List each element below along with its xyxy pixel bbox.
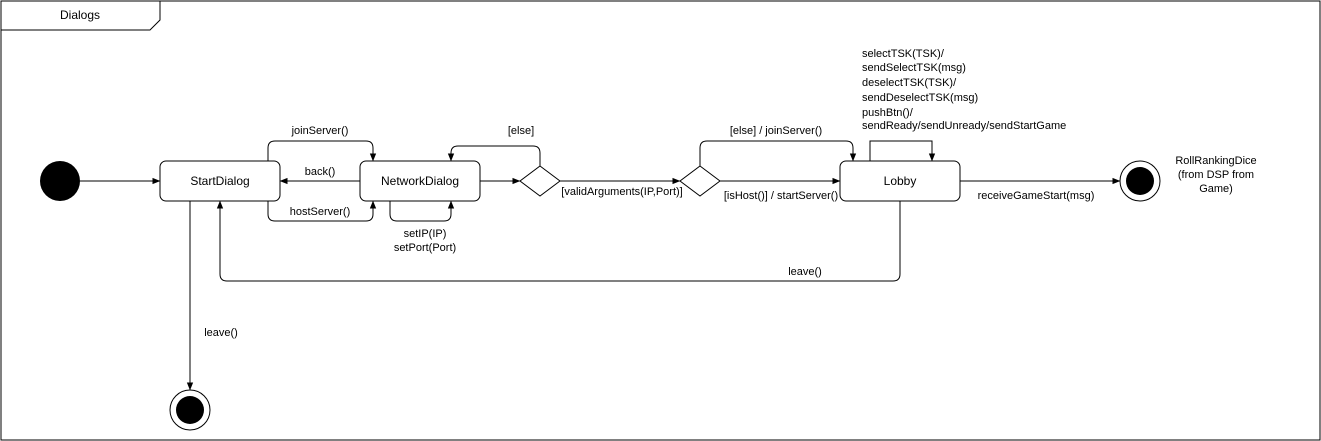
label-receive-game-start: receiveGameStart(msg) (978, 190, 1095, 202)
label-lobby-self-loop: selectTSK(TSK)/ sendSelectTSK(msg) desel… (862, 48, 1066, 132)
label-host-server: hostServer() (290, 206, 351, 218)
final-note-line-3: Game) (1199, 183, 1233, 195)
edge-leave-lobby (216, 200, 901, 282)
edge-join-server (267, 140, 377, 162)
frame-title: Dialogs (60, 8, 100, 22)
decision-node-1 (519, 165, 561, 197)
label-leave-lobby: leave() (788, 266, 822, 278)
edge-else-1 (447, 145, 541, 166)
lobby-loop-line-1: selectTSK(TSK)/ (862, 48, 945, 60)
final-note-line-1: RollRankingDice (1175, 155, 1256, 167)
lobby-loop-line-5: pushBtn()/ (862, 107, 914, 119)
lobby-loop-line-2: sendSelectTSK(msg) (862, 62, 966, 74)
edge-else-join-server (699, 140, 857, 166)
state-startdialog-label: StartDialog (190, 174, 249, 188)
initial-node (40, 161, 80, 201)
final-node-exit (169, 389, 211, 431)
label-leave-start: leave() (204, 327, 238, 339)
label-back: back() (305, 166, 336, 178)
label-else-1: [else] (508, 125, 534, 137)
label-set-port: setPort(Port) (394, 242, 456, 254)
label-else-join-server: [else] / joinServer() (730, 125, 822, 137)
decision-node-2 (679, 165, 721, 197)
label-valid-arguments: [validArguments(IP,Port)] (561, 186, 682, 198)
edge-lobby-self-loop (869, 140, 936, 162)
state-lobby[interactable]: Lobby (839, 160, 961, 202)
state-startdialog[interactable]: StartDialog (159, 160, 281, 202)
label-join-server: joinServer() (291, 125, 349, 137)
lobby-loop-line-4: sendDeselectTSK(msg) (862, 92, 978, 104)
edge-host-server (267, 200, 377, 222)
label-is-host-start-server: [isHost()] / startServer() (724, 190, 838, 202)
state-networkdialog[interactable]: NetworkDialog (359, 160, 481, 202)
label-set-ip: setIP(IP) (404, 228, 447, 240)
lobby-loop-line-3: deselectTSK(TSK)/ (862, 77, 957, 89)
final-node-game (1119, 160, 1161, 202)
state-networkdialog-label: NetworkDialog (381, 174, 459, 188)
state-lobby-label: Lobby (884, 174, 917, 188)
final-note-line-2: (from DSP from (1178, 169, 1254, 181)
lobby-loop-line-6: sendReady/sendUnready/sendStartGame (862, 120, 1066, 132)
edge-set-ip-port (389, 200, 455, 222)
